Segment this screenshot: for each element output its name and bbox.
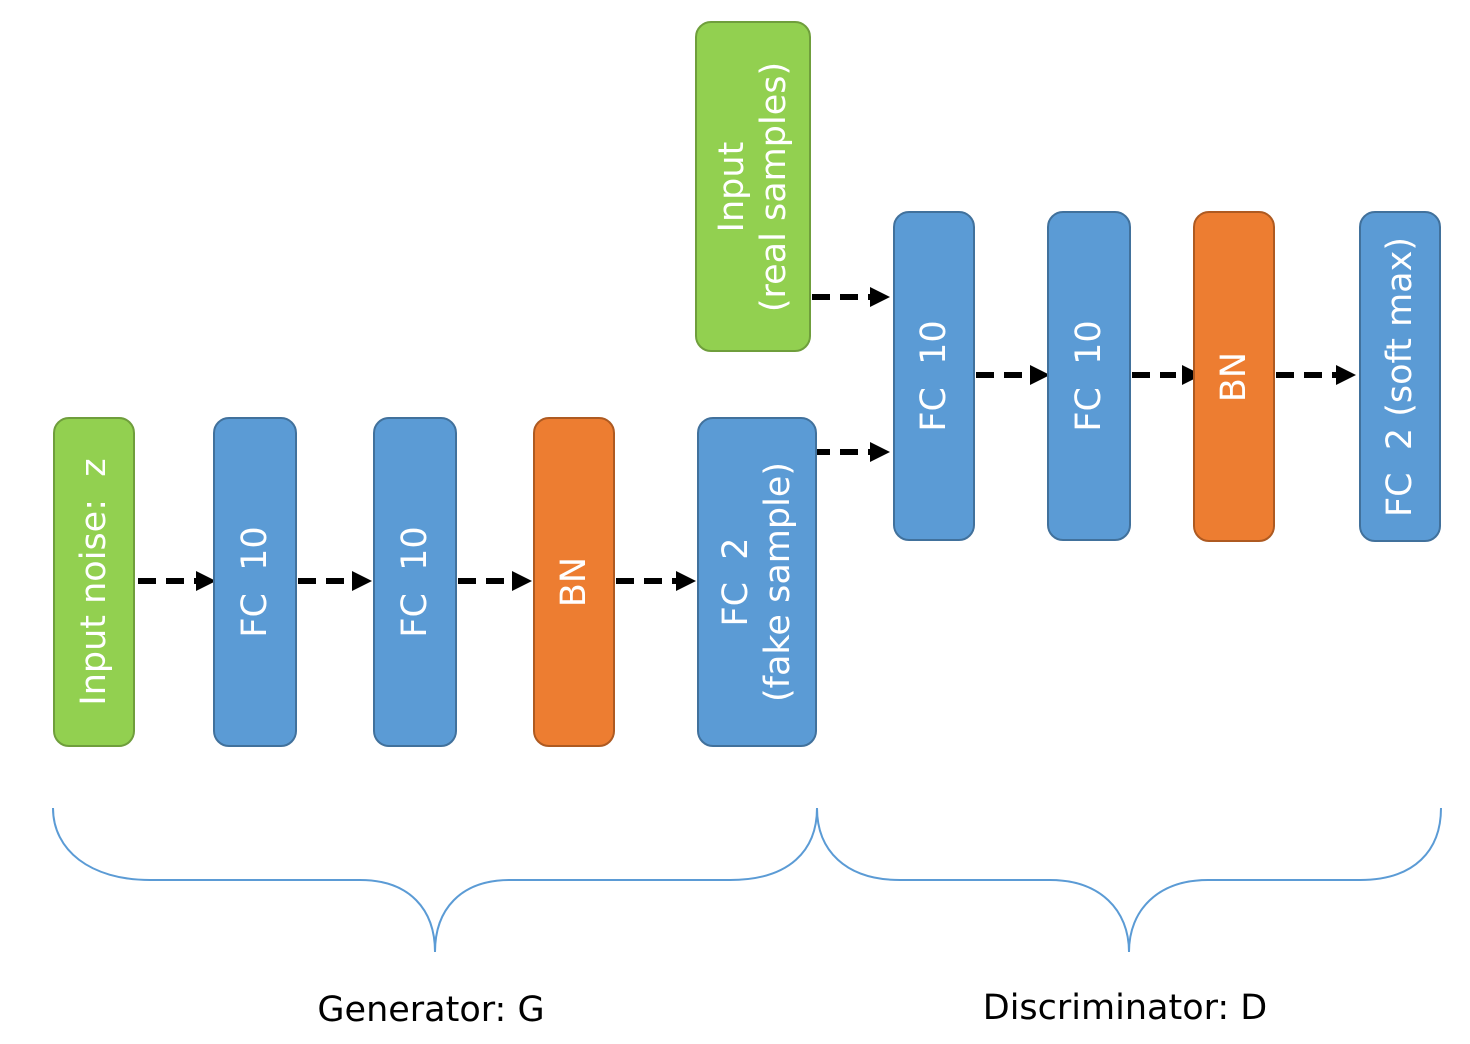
fc10-text: FC 10: [914, 320, 954, 432]
discriminator-bn-block: BN: [1193, 211, 1275, 542]
generator-bn-block: BN: [533, 417, 615, 747]
discriminator-bn-label: BN: [1213, 351, 1255, 401]
discriminator-input-label: Input (real samples): [711, 61, 795, 311]
discriminator-fc10-label-1: FC 10: [913, 320, 955, 431]
generator-fc10-block-1: FC 10: [213, 417, 297, 747]
generator-fc10-block-2: FC 10: [373, 417, 457, 747]
discriminator-brace: [816, 807, 1442, 953]
discriminator-fc10-label-2: FC 10: [1068, 320, 1110, 431]
bn-text: BN: [1214, 351, 1254, 402]
discriminator-fc10-block-1: FC 10: [893, 211, 975, 541]
generator-fc10-label-1: FC 10: [234, 526, 276, 637]
real-samples-text: (real samples): [754, 61, 794, 312]
fc2-softmax-text: FC 2 (soft max): [1380, 236, 1420, 517]
generator-fc2-fake-sample-block: FC 2 (fake sample): [697, 417, 817, 747]
bn-text: BN: [554, 556, 594, 608]
generator-input-noise-label: Input noise: z: [73, 458, 115, 705]
input-noise-text: Input noise: z: [74, 458, 114, 706]
fc10-text: FC 10: [395, 526, 435, 638]
discriminator-caption: Discriminator: D: [982, 988, 1268, 1028]
fc10-text: FC 10: [235, 526, 275, 638]
discriminator-fc2-softmax-label: FC 2 (soft max): [1379, 237, 1421, 517]
discriminator-input-real-block: Input (real samples): [695, 21, 811, 352]
generator-caption: Generator: G: [317, 990, 545, 1030]
generator-fc10-label-2: FC 10: [394, 526, 436, 637]
generator-fc2-label: FC 2 (fake sample): [715, 462, 799, 702]
generator-input-noise-block: Input noise: z: [53, 417, 135, 747]
fake-sample-text: (fake sample): [758, 461, 798, 703]
discriminator-fc10-block-2: FC 10: [1047, 211, 1131, 541]
generator-brace: [52, 807, 818, 953]
discriminator-fc2-softmax-block: FC 2 (soft max): [1359, 211, 1441, 542]
input-text: Input: [712, 141, 752, 232]
fc10-text: FC 10: [1069, 320, 1109, 432]
generator-bn-label: BN: [553, 557, 595, 607]
fc2-text: FC 2: [716, 537, 756, 627]
